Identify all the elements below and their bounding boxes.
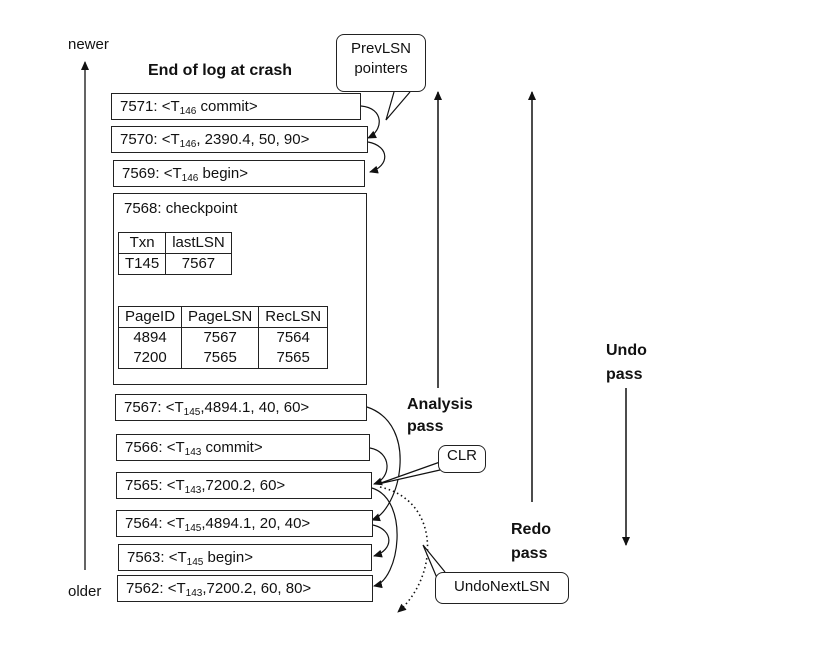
redo-pass-line-1: Redo [511, 521, 551, 538]
prevlsn-callout-line-2: pointers [354, 60, 408, 77]
dpt-header: PageLSN [181, 306, 260, 328]
record-lsn: 7571 [120, 98, 154, 115]
record-lsn: 7570 [120, 131, 154, 148]
clr-callout-tail [377, 461, 441, 485]
undonextlsn-callout-tail [422, 544, 446, 579]
record-txn-sub: 146 [179, 106, 197, 117]
undo-pass-line-2: pass [606, 366, 643, 383]
prevlsn-pointer-7567-7564 [366, 406, 401, 522]
redo-pass-line-2: pass [511, 545, 548, 562]
dpt-cell: 4894 [117, 327, 183, 348]
record-txn-sub: 143 [184, 485, 202, 496]
record-txn-sub: 146 [179, 139, 197, 150]
record-txn-sub: 146 [181, 173, 199, 184]
record-lsn: 7564 [125, 515, 159, 532]
log-record-7566: 7566: <T143 commit> [116, 434, 370, 461]
record-lsn: 7569 [122, 165, 156, 182]
record-text: ,7200.2, 60> [201, 477, 286, 494]
record-txn-sub: 145 [184, 523, 202, 534]
axis-label-older: older [68, 583, 102, 600]
log-record-7564: 7564: <T145,4894.1, 20, 40> [116, 510, 373, 537]
record-text: <T [166, 477, 185, 494]
record-text: , 2390.4, 50, 90> [196, 131, 310, 148]
log-record-7563: 7563: <T145 begin> [118, 544, 372, 571]
prevlsn-pointer-7565-7562 [371, 487, 398, 589]
record-txn-sub: 143 [185, 588, 203, 599]
undonextlsn-pointer [379, 486, 429, 613]
record-text: <T [168, 549, 187, 566]
record-text: <T [161, 98, 180, 115]
transaction-table: Txn lastLSN T145 7567 [117, 232, 232, 275]
dpt-cell: 7565 [181, 348, 260, 369]
undo-pass-line-1: Undo [606, 342, 647, 359]
record-txn-sub: 143 [184, 447, 202, 458]
table-row: T145 7567 [117, 253, 232, 275]
table-row: 4894 7567 7564 [117, 327, 329, 348]
dpt-header: RecLSN [258, 306, 329, 328]
record-txn-sub: 145 [186, 557, 204, 568]
diagram-title: End of log at crash [148, 62, 293, 79]
log-record-7562: 7562: <T143,7200.2, 60, 80> [117, 575, 373, 602]
dirty-page-table: PageID PageLSN RecLSN 4894 7567 7564 720… [117, 306, 329, 369]
prevlsn-callout-tail [385, 91, 411, 121]
record-text: commit> [196, 98, 258, 115]
dpt-cell: 7200 [117, 348, 183, 369]
analysis-pass-label: Analysis pass [407, 394, 473, 438]
analysis-pass-line-1: Analysis [407, 396, 473, 413]
log-record-7569: 7569: <T146 begin> [113, 160, 365, 187]
txn-table-cell: 7567 [165, 253, 232, 275]
record-text: <T [161, 131, 180, 148]
record-text: <T [166, 439, 185, 456]
prevlsn-callout-line-1: PrevLSN [350, 40, 412, 57]
record-text: <T [165, 399, 184, 416]
prevlsn-pointer-7570-7569 [367, 141, 386, 174]
record-lsn: 7565 [125, 477, 159, 494]
checkpoint-record-7568: 7568: checkpoint Txn lastLSN T145 7567 P… [113, 193, 367, 385]
log-record-7565: 7565: <T143,7200.2, 60> [116, 472, 372, 499]
table-row: 7200 7565 7565 [117, 348, 329, 369]
prevlsn-callout: PrevLSN pointers [336, 34, 426, 92]
undonextlsn-callout: UndoNextLSN [435, 572, 569, 604]
record-lsn: 7567 [124, 399, 158, 416]
axis-label-newer: newer [68, 36, 109, 53]
log-record-7567: 7567: <T145,4894.1, 40, 60> [115, 394, 367, 421]
record-text: ,7200.2, 60, 80> [202, 580, 312, 597]
record-text: commit> [201, 439, 263, 456]
txn-table-header: lastLSN [165, 232, 232, 254]
redo-pass-label: Redo pass [511, 518, 551, 566]
undo-pass-label: Undo pass [606, 339, 647, 387]
record-text: begin> [198, 165, 248, 182]
dpt-cell: 7567 [181, 327, 260, 348]
clr-callout: CLR [438, 445, 486, 473]
prevlsn-pointer-7564-7563 [372, 524, 390, 558]
record-text: begin> [203, 549, 253, 566]
record-text: <T [167, 580, 186, 597]
analysis-pass-line-2: pass [407, 418, 444, 435]
record-lsn: 7562 [126, 580, 160, 597]
record-text: ,4894.1, 20, 40> [201, 515, 311, 532]
record-txn-sub: 145 [183, 407, 201, 418]
log-record-7570: 7570: <T146, 2390.4, 50, 90> [111, 126, 368, 153]
dpt-cell: 7565 [258, 348, 329, 369]
record-lsn: 7566 [125, 439, 159, 456]
prevlsn-pointer-7566-7565 [369, 447, 388, 486]
dpt-header: PageID [117, 306, 183, 328]
txn-table-cell: T145 [117, 253, 167, 275]
checkpoint-label: 7568: checkpoint [124, 200, 238, 217]
dpt-cell: 7564 [258, 327, 329, 348]
record-text: <T [166, 515, 185, 532]
txn-table-header: Txn [117, 232, 167, 254]
log-record-7571: 7571: <T146 commit> [111, 93, 361, 120]
record-text: ,4894.1, 40, 60> [200, 399, 310, 416]
record-text: <T [163, 165, 182, 182]
record-lsn: 7563 [127, 549, 161, 566]
prevlsn-pointer-7571-7570 [360, 105, 380, 139]
